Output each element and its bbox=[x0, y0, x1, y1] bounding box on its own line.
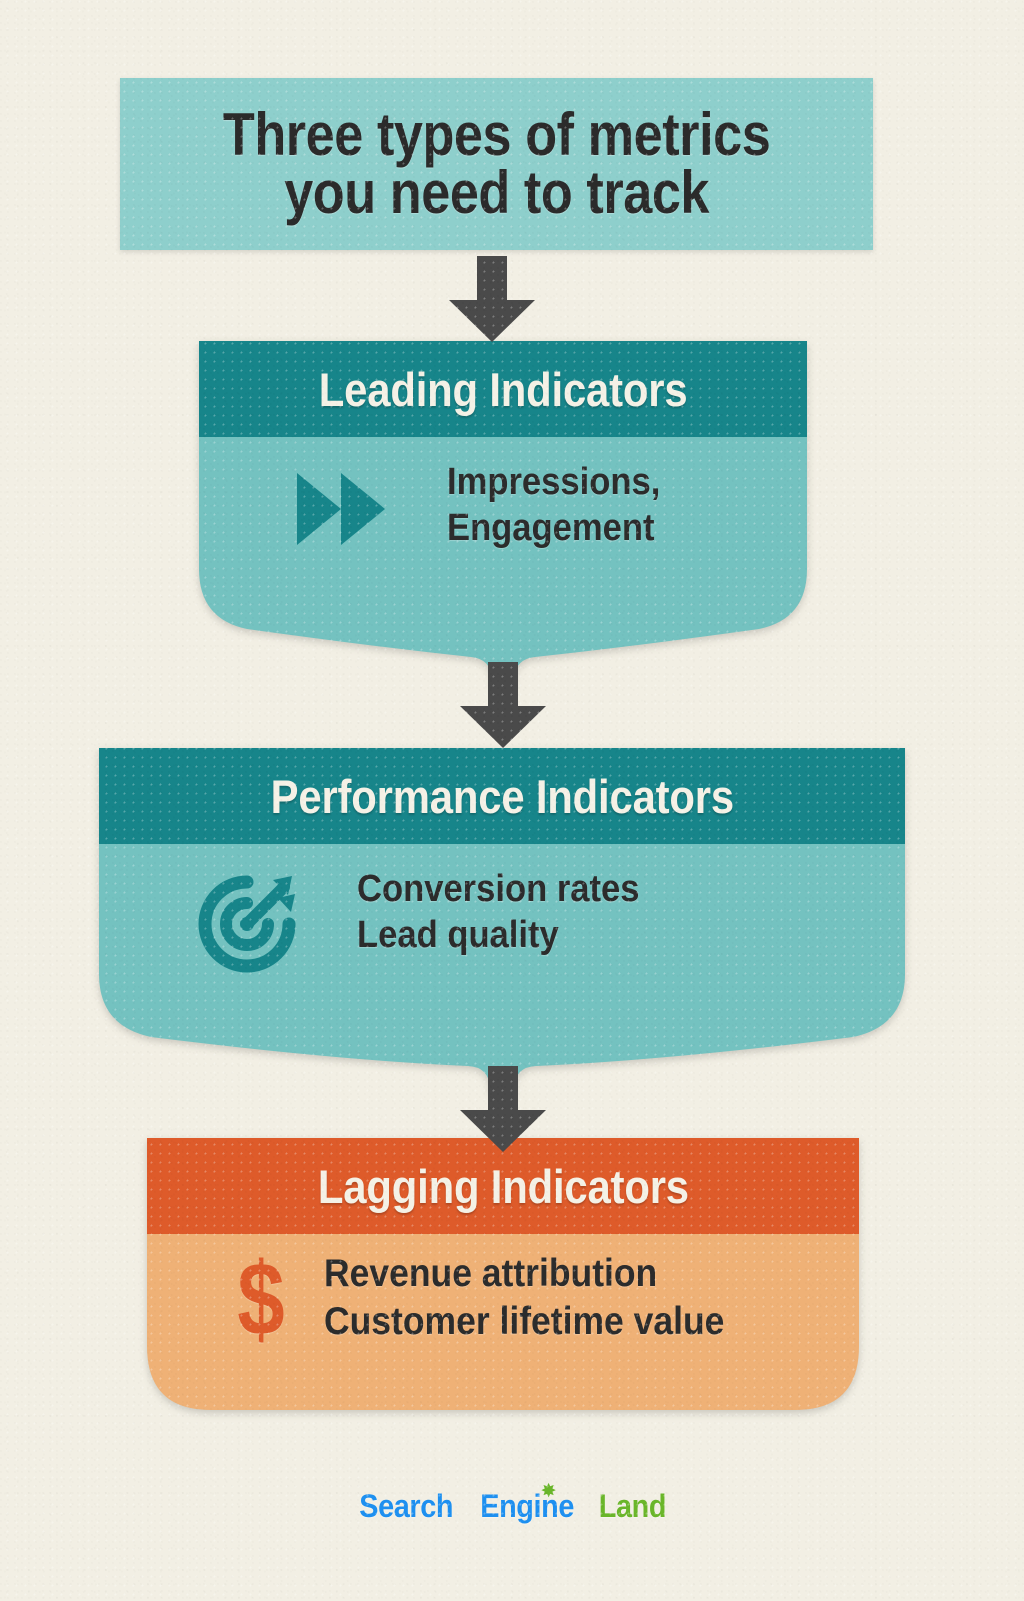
logo-star-icon: ✸ bbox=[540, 1481, 557, 1502]
page-title: Three types of metrics you need to track bbox=[222, 101, 771, 226]
logo-word-engine: Engine bbox=[479, 1488, 574, 1524]
card-body-text-leading: Impressions, Engagement bbox=[447, 461, 661, 550]
card-body-text-lagging: Revenue attribution Customer lifetime va… bbox=[323, 1252, 725, 1343]
card-heading-label: Performance Indicators bbox=[270, 769, 734, 823]
double-chevron-icon bbox=[295, 471, 387, 549]
card-heading-label: Lagging Indicators bbox=[317, 1159, 689, 1213]
card-header-performance: Performance Indicators bbox=[99, 748, 905, 844]
card-header-lagging: Lagging Indicators bbox=[147, 1138, 859, 1234]
dollar-glyph-label: $ bbox=[237, 1242, 285, 1358]
card-body-lagging: $ Revenue attribution Customer lifetime … bbox=[147, 1248, 764, 1352]
arrow-leading-to-performance bbox=[460, 662, 546, 748]
card-body-leading: Impressions, Engagement bbox=[199, 459, 681, 552]
card-lagging-indicators[interactable]: Lagging Indicators $ Revenue attribution… bbox=[147, 1138, 859, 1410]
card-leading-shape bbox=[199, 341, 807, 686]
card-header-leading: Leading Indicators bbox=[199, 341, 807, 437]
card-leading-indicators[interactable]: Leading Indicators Impressions, Engageme… bbox=[199, 341, 807, 686]
card-lagging-shape bbox=[147, 1138, 859, 1410]
arrow-performance-to-lagging bbox=[460, 1066, 546, 1152]
card-performance-indicators[interactable]: Performance Indicators Convers bbox=[99, 748, 905, 1093]
card-body-performance: Conversion rates Lead quality bbox=[99, 866, 667, 976]
card-body-text-performance: Conversion rates Lead quality bbox=[357, 868, 640, 957]
arrow-title-to-leading bbox=[449, 256, 535, 342]
logo-word-land: Land bbox=[598, 1488, 667, 1524]
target-arrow-icon bbox=[195, 872, 299, 976]
card-performance-shape bbox=[99, 748, 905, 1093]
dollar-sign-icon: $ bbox=[232, 1248, 290, 1352]
logo-word-search: Search bbox=[359, 1488, 454, 1524]
title-banner: Three types of metrics you need to track bbox=[120, 78, 873, 250]
brand-logo[interactable]: Search Engine ✸ Land bbox=[0, 1482, 1024, 1525]
card-heading-label: Leading Indicators bbox=[318, 362, 688, 416]
